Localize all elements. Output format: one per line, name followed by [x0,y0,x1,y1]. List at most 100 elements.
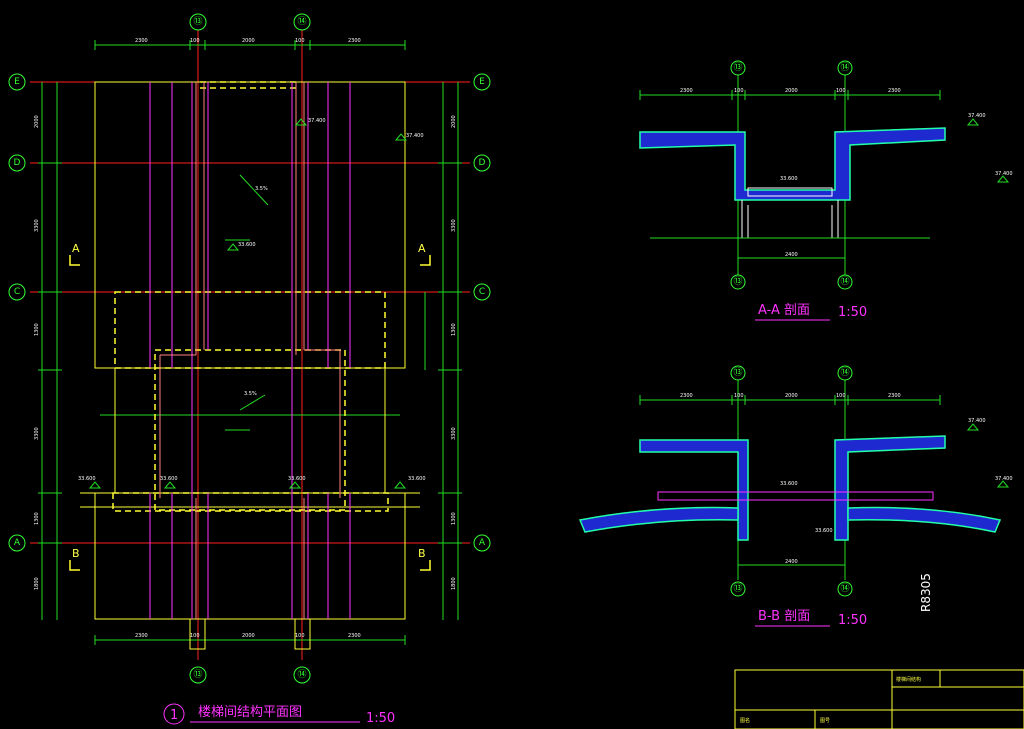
section-a-scale: 1:50 [838,305,867,320]
section-a-axis-14-top: ⑭ [840,62,849,73]
plan-section-cuts [69,255,431,571]
plan-left-dim-5: 1300 [34,512,40,525]
section-b-elev-3: 33.600 [780,481,798,487]
plan-axis-bubbles [8,13,491,684]
section-b-axis-14-bottom: ⑭ [840,583,849,594]
section-a-elev-2: 37.400 [995,171,1013,177]
plan-inner-walls [159,82,341,619]
section-a-elev-mark-1 [966,118,980,126]
plan-axis-c-left: C [14,287,20,297]
plan-slope-2: 3.5% [244,391,257,397]
plan-axis-13-bottom: ⑬ [193,669,202,680]
section-b-bottom-dim: 2400 [785,559,798,565]
section-a-axis-bubble-13-bottom [730,274,746,290]
plan-hidden-beams [112,81,389,512]
section-a-axis-13-bottom: ⑬ [733,276,742,287]
side-code: R8305 [919,573,933,612]
section-b-dim-5: 2300 [888,393,901,399]
section-a-ticks [639,75,941,275]
section-a-axis-bubble-13-top [730,60,746,76]
plan-axis-a-right: A [479,538,486,548]
plan-axis-13-top: ⑬ [193,16,202,27]
section-b-elev-2: 37.400 [995,476,1013,482]
plan-elev-4: 33.600 [160,476,178,482]
plan-title-circle [163,703,185,725]
section-b-scale: 1:50 [838,613,867,628]
plan-bottom-dim-1: 2300 [135,633,148,639]
plan-title-number: 1 [170,708,178,723]
section-b-elev-mark-1 [966,423,980,431]
title-block-label-number: 图号 [820,718,830,724]
plan-elevation-marks [88,118,408,489]
plan-elev-3: 33.600 [78,476,96,482]
plan-left-dim-6: 1800 [34,577,40,590]
plan-section-b-right: B [418,547,426,560]
section-a-elev-3: 33.600 [780,176,798,182]
section-b-axis-14-top: ⑭ [840,367,849,378]
plan-elev-7: 33.600 [238,242,256,248]
plan-right-dim-3: 1300 [451,323,457,336]
plan-top-dim-1: 2300 [135,38,148,44]
plan-left-dim-4: 3300 [34,427,40,440]
plan-view: ⑬ ⑭ ⑬ ⑭ E E D D C C A A 2300 100 2000 10… [8,13,491,726]
plan-elev-2: 37.400 [406,133,424,139]
plan-left-dim-2: 3300 [34,219,40,232]
section-b-axis-bubble-13-top [730,365,746,381]
plan-slope-arrows [225,174,269,431]
section-a-axis-bubble-14-bottom [837,274,853,290]
plan-top-dim-3: 2000 [242,38,255,44]
title-block-label-name: 图名 [740,717,750,724]
section-b-title: B-B 剖面 [758,609,810,624]
plan-bottom-dim-5: 2300 [348,633,361,639]
section-b-view: ⑬ ⑭ ⑬ ⑭ 2300 100 2000 100 2300 2400 37.4… [578,365,1013,628]
section-a-axis-bubble-14-top [837,60,853,76]
section-a-dim-2: 100 [734,88,744,94]
section-b-dim-1: 2300 [680,393,693,399]
section-b-slab [578,435,1002,541]
section-a-slab [639,127,946,238]
plan-axis-e-right: E [479,77,485,87]
plan-right-dim-2: 3300 [451,219,457,232]
plan-section-a-left: A [72,242,80,255]
plan-walls [149,82,351,619]
plan-axis-e-left: E [14,77,20,87]
plan-section-a-right: A [418,242,426,255]
plan-axis-d-right: D [479,158,486,168]
title-block-drawing-name: 楼梯间结构 [896,676,921,683]
section-b-dim-4: 100 [836,393,846,399]
plan-slope-1: 3.5% [255,186,268,192]
plan-bottom-dim-4: 100 [295,633,305,639]
plan-right-dim-4: 3300 [451,427,457,440]
plan-axis-14-top: ⑭ [297,16,306,27]
plan-right-dim-5: 1300 [451,512,457,525]
plan-axis-lines [30,30,470,660]
section-b-dim-2: 100 [734,393,744,399]
section-a-dim-5: 2300 [888,88,901,94]
plan-top-dim-2: 100 [190,38,200,44]
plan-outlines [80,81,420,650]
plan-axis-14-bottom: ⑭ [297,669,306,680]
section-a-elev-mark-2 [996,175,1010,183]
plan-dimension-lines [38,40,462,645]
plan-axis-d-left: D [14,158,21,168]
plan-left-dim-1: 2000 [34,115,40,128]
plan-elev-5: 33.600 [288,476,306,482]
plan-axis-a-left: A [14,538,21,548]
plan-left-dim-3: 1300 [34,323,40,336]
plan-scale: 1:50 [366,711,395,726]
plan-elev-6: 33.600 [408,476,426,482]
plan-bottom-dim-3: 2000 [242,633,255,639]
section-a-dim-3: 2000 [785,88,798,94]
plan-elev-1: 37.400 [308,118,326,124]
section-b-axis-13-bottom: ⑬ [733,583,742,594]
section-a-dim-4: 100 [836,88,846,94]
plan-right-dim-6: 1800 [451,577,457,590]
section-b-elev-mark-2 [996,480,1010,488]
plan-top-dim-4: 100 [295,38,305,44]
section-b-elev-1: 37.400 [968,418,986,424]
title-block: 楼梯间结构 图名 图号 [734,669,1024,729]
section-a-title: A-A 剖面 [758,303,810,318]
section-b-axis-bubble-13-bottom [730,581,746,597]
plan-right-dim-1: 2000 [451,115,457,128]
